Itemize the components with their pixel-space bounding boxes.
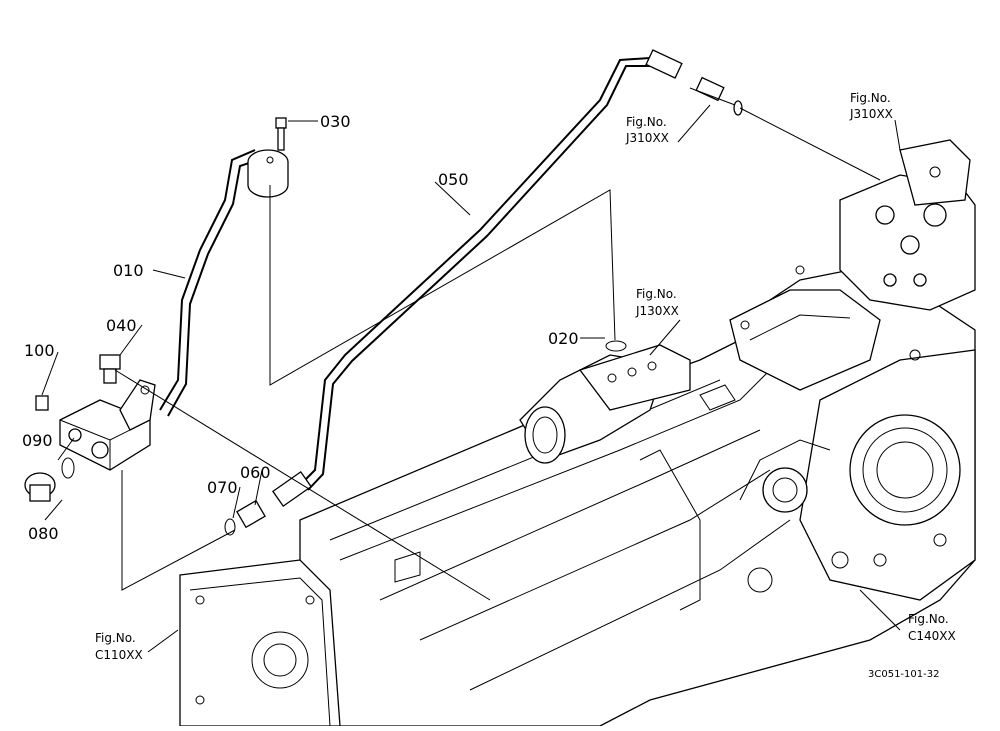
fig-ref-prefix: Fig.No. xyxy=(95,631,136,645)
fitting-060 xyxy=(224,499,266,536)
label-020: 020 xyxy=(548,329,579,348)
bolt-030 xyxy=(275,117,287,151)
label-030: 030 xyxy=(320,112,351,131)
valve-block xyxy=(24,354,156,502)
leader-lines xyxy=(41,87,901,653)
label-100: 100 xyxy=(24,341,55,360)
fig-ref-code: C110XX xyxy=(95,648,143,662)
label-070: 070 xyxy=(207,478,238,497)
drawing-code: 3C051-101-32 xyxy=(868,669,939,680)
fig-ref-code: J310XX xyxy=(625,131,669,145)
fig-ref-prefix: Fig.No. xyxy=(636,287,677,301)
label-050: 050 xyxy=(438,170,469,189)
pipe-010 xyxy=(159,149,289,417)
fig-ref-code: C140XX xyxy=(908,629,956,643)
fig-ref-code: J130XX xyxy=(635,304,679,318)
part-labels: 030 050 010 040 020 100 090 080 070 060 xyxy=(22,112,579,543)
figure-references: Fig.No. J310XX Fig.No. J310XX Fig.No. J1… xyxy=(95,91,956,662)
fig-ref-prefix: Fig.No. xyxy=(908,612,949,626)
pipe-050 xyxy=(272,49,743,508)
fig-ref-code: J310XX xyxy=(849,107,893,121)
label-010: 010 xyxy=(113,261,144,280)
label-080: 080 xyxy=(28,524,59,543)
label-040: 040 xyxy=(106,316,137,335)
o-ring-020 xyxy=(605,340,627,352)
label-090: 090 xyxy=(22,431,53,450)
fig-ref-prefix: Fig.No. xyxy=(850,91,891,105)
label-060: 060 xyxy=(240,463,271,482)
transmission-housing xyxy=(179,139,976,727)
fig-ref-prefix: Fig.No. xyxy=(626,115,667,129)
